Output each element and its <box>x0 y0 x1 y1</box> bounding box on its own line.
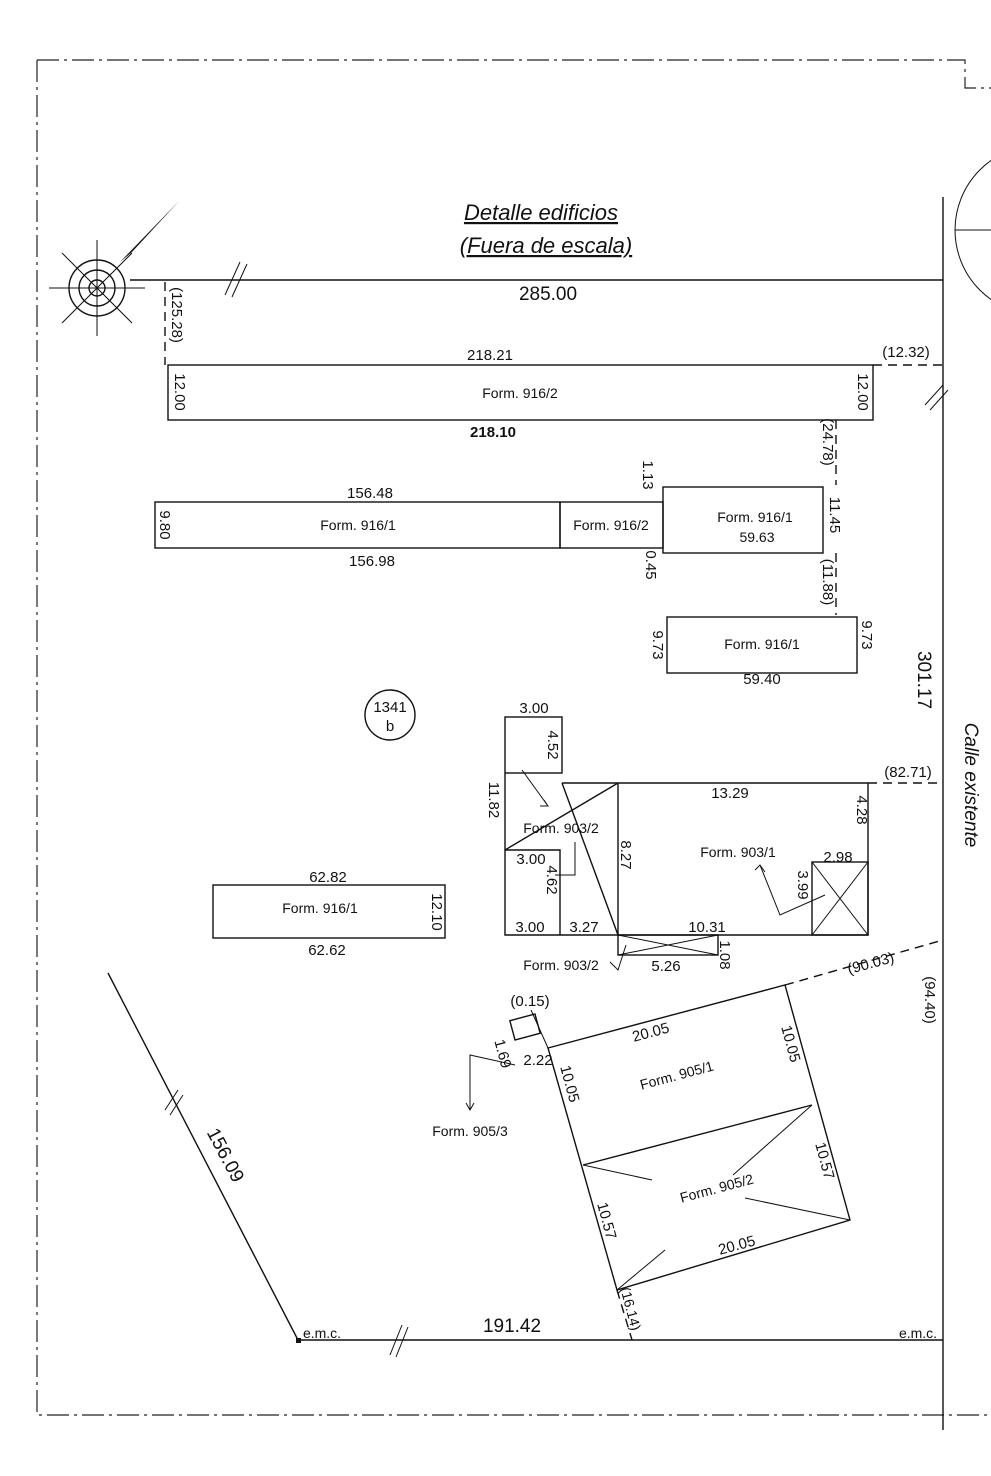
svg-text:Form. 916/2: Form. 916/2 <box>482 385 558 401</box>
svg-text:9.73: 9.73 <box>858 620 875 649</box>
svg-text:9.73: 9.73 <box>649 630 666 659</box>
svg-text:10.05: 10.05 <box>777 1024 803 1065</box>
svg-text:Form. 903/2: Form. 903/2 <box>523 957 599 973</box>
svg-text:20.05: 20.05 <box>717 1233 758 1259</box>
svg-text:2.98: 2.98 <box>823 849 852 866</box>
svg-text:9.80: 9.80 <box>156 510 173 539</box>
boundary-diagonal: 156.09 <box>202 1125 248 1186</box>
svg-text:12.00: 12.00 <box>171 373 188 411</box>
sheet-border <box>36 59 991 1416</box>
svg-text:3.27: 3.27 <box>569 919 598 936</box>
left-offset: (125.28) <box>168 287 185 343</box>
boundary-right: 301.17 <box>913 651 934 709</box>
svg-text:Form. 916/1: Form. 916/1 <box>724 636 800 652</box>
svg-text:Form. 916/1: Form. 916/1 <box>717 509 793 525</box>
svg-text:4.52: 4.52 <box>544 730 561 759</box>
parcel-id-badge: 1341 b <box>364 689 416 741</box>
svg-text:Form. 903/2: Form. 903/2 <box>523 820 599 836</box>
building-903: Form. 903/2 Form. 903/1 Form. 903/2 3.00… <box>485 700 943 975</box>
svg-text:10.05: 10.05 <box>556 1064 582 1105</box>
street-name: Calle existente <box>960 723 981 848</box>
boundary-bottom: 191.42 <box>483 1316 541 1337</box>
svg-text:(82.71): (82.71) <box>884 764 932 781</box>
svg-text:1.13: 1.13 <box>639 460 656 489</box>
svg-text:4.62: 4.62 <box>543 865 560 894</box>
svg-text:1341: 1341 <box>373 699 406 716</box>
svg-text:(12.32): (12.32) <box>882 344 930 361</box>
title-line-1: Detalle edificios <box>464 200 618 225</box>
svg-text:156.48: 156.48 <box>347 485 393 502</box>
svg-text:(0.15): (0.15) <box>510 993 549 1010</box>
svg-text:(11.88): (11.88) <box>819 559 836 605</box>
svg-text:12.00: 12.00 <box>854 373 871 411</box>
svg-text:(94.40): (94.40) <box>921 976 938 1024</box>
svg-text:59.63: 59.63 <box>739 529 774 545</box>
svg-text:Form. 916/1: Form. 916/1 <box>320 517 396 533</box>
north-arrow-icon <box>20 200 180 368</box>
svg-text:59.40: 59.40 <box>743 671 781 688</box>
svg-text:Form. 905/2: Form. 905/2 <box>678 1171 755 1206</box>
corner-mark-left: e.m.c. <box>303 1325 341 1341</box>
svg-text:218.10: 218.10 <box>470 424 516 441</box>
svg-text:20.05: 20.05 <box>631 1020 672 1046</box>
svg-text:3.00: 3.00 <box>516 851 545 868</box>
svg-text:Form. 905/1: Form. 905/1 <box>638 1058 715 1093</box>
building-905: Form. 905/1 Form. 905/2 Form. 905/3 20.0… <box>432 939 944 1341</box>
svg-text:Form. 916/2: Form. 916/2 <box>573 517 649 533</box>
svg-text:Form. 903/1: Form. 903/1 <box>700 844 776 860</box>
svg-text:10.31: 10.31 <box>688 919 726 936</box>
svg-text:0.45: 0.45 <box>642 550 659 579</box>
svg-text:4.28: 4.28 <box>853 795 870 824</box>
svg-text:(16.14): (16.14) <box>617 1285 644 1332</box>
svg-text:5.26: 5.26 <box>651 958 680 975</box>
svg-text:10.57: 10.57 <box>811 1141 837 1182</box>
svg-text:b: b <box>386 718 394 735</box>
svg-text:62.62: 62.62 <box>308 942 346 959</box>
corner-mark-right: e.m.c. <box>899 1325 937 1341</box>
svg-text:Form. 905/3: Form. 905/3 <box>432 1123 508 1139</box>
svg-text:11.82: 11.82 <box>485 782 502 818</box>
building-916-1-lower: Form. 916/1 62.82 62.62 12.10 <box>212 869 446 959</box>
svg-text:3.00: 3.00 <box>519 700 548 717</box>
svg-text:12.10: 12.10 <box>428 893 445 931</box>
svg-text:218.21: 218.21 <box>467 347 513 364</box>
title-line-2: (Fuera de escala) <box>460 233 632 258</box>
building-916-1-row-3: Form. 916/1 9.73 9.73 59.40 <box>649 616 875 688</box>
svg-text:3.00: 3.00 <box>515 919 544 936</box>
building-916-2-top: Form. 916/2 218.21 218.10 12.00 12.00 (1… <box>167 344 943 485</box>
svg-text:156.98: 156.98 <box>349 553 395 570</box>
svg-text:1.69: 1.69 <box>490 1038 514 1071</box>
svg-text:(24.78): (24.78) <box>819 418 836 466</box>
svg-text:13.29: 13.29 <box>711 785 749 802</box>
svg-text:(90.03): (90.03) <box>846 949 896 978</box>
svg-text:62.82: 62.82 <box>309 869 347 886</box>
svg-text:11.45: 11.45 <box>826 497 843 533</box>
property-boundary <box>107 197 949 1430</box>
svg-text:3.99: 3.99 <box>794 870 811 899</box>
buildings-row-2: Form. 916/1 Form. 916/2 Form. 916/1 59.6… <box>154 460 843 615</box>
svg-text:2.22: 2.22 <box>523 1052 552 1069</box>
svg-text:8.27: 8.27 <box>617 840 634 869</box>
boundary-top: 285.00 <box>519 284 577 305</box>
svg-text:1.08: 1.08 <box>716 940 733 969</box>
svg-text:Form. 916/1: Form. 916/1 <box>282 900 358 916</box>
